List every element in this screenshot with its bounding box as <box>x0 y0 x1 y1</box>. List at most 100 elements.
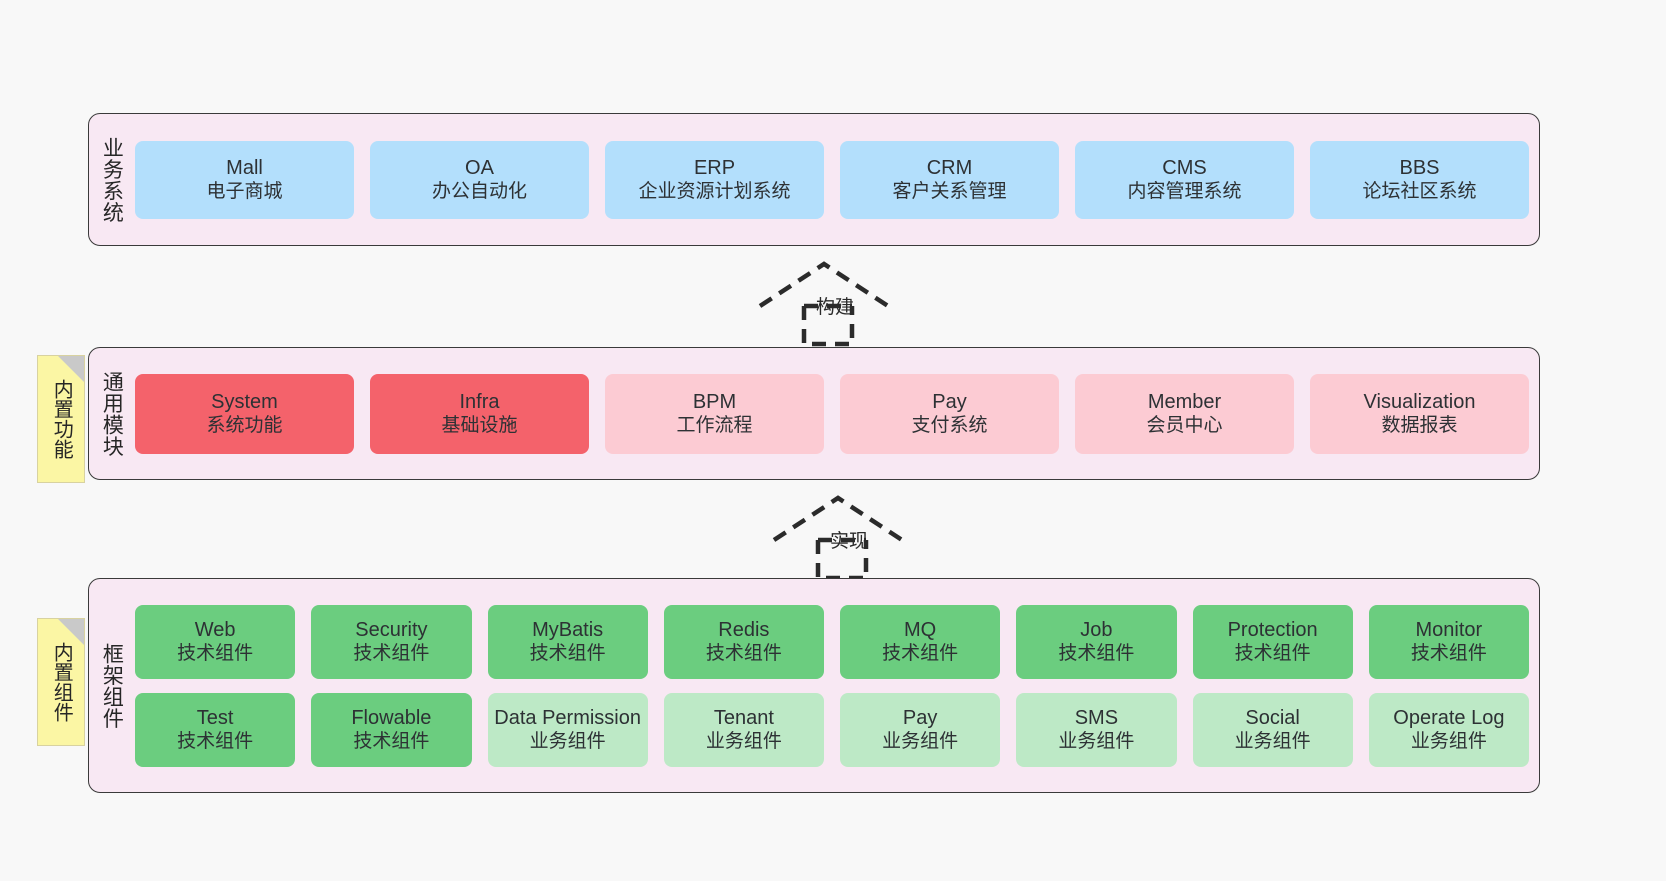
card-pay-component[interactable]: Pay 业务组件 <box>840 692 1001 767</box>
implement-arrow-label: 实现 <box>830 531 869 552</box>
card-title-en: SMS <box>1074 706 1119 729</box>
card-title-cn: 客户关系管理 <box>892 181 1007 203</box>
card-title-cn: 内容管理系统 <box>1127 181 1242 203</box>
card-title-cn: 技术组件 <box>353 731 430 753</box>
card-visualization[interactable]: Visualization 数据报表 <box>1310 373 1529 454</box>
card-title-cn: 技术组件 <box>529 643 606 665</box>
card-title-cn: 论坛社区系统 <box>1362 181 1477 203</box>
card-test[interactable]: Test 技术组件 <box>135 692 296 767</box>
card-title-en: Pay <box>902 706 938 729</box>
card-job[interactable]: Job 技术组件 <box>1016 604 1177 679</box>
card-title-en: Data Permission <box>494 706 641 729</box>
card-member[interactable]: Member 会员中心 <box>1075 373 1294 454</box>
card-title-en: MyBatis <box>532 618 604 641</box>
build-arrow-label: 构建 <box>816 297 855 318</box>
card-infra[interactable]: Infra 基础设施 <box>370 373 589 454</box>
card-title-cn: 技术组件 <box>705 643 782 665</box>
note-builtin-function: 内置功能 <box>37 355 85 483</box>
card-title-en: Tenant <box>713 706 774 729</box>
card-crm[interactable]: CRM 客户关系管理 <box>840 140 1059 219</box>
layer-business-system: 业务系统 Mall 电子商城 OA 办公自动化 ERP 企业资源计划系统 CRM… <box>88 113 1540 246</box>
card-title-en: CRM <box>926 156 973 179</box>
layer-framework-component: 框架组件 Web 技术组件 Security 技术组件 MyBatis 技术组件… <box>88 578 1540 793</box>
card-title-cn: 技术组件 <box>177 731 254 753</box>
card-title-cn: 业务组件 <box>705 731 782 753</box>
note-label: 内置组件 <box>50 642 73 722</box>
card-social[interactable]: Social 业务组件 <box>1192 692 1353 767</box>
card-title-cn: 工作流程 <box>676 415 753 437</box>
card-tenant[interactable]: Tenant 业务组件 <box>663 692 824 767</box>
layer-common-module: 通用模块 System 系统功能 Infra 基础设施 BPM 工作流程 Pay… <box>88 347 1540 480</box>
card-bpm[interactable]: BPM 工作流程 <box>605 373 824 454</box>
card-title-en: Social <box>1245 706 1300 729</box>
card-title-en: Visualization <box>1363 390 1476 413</box>
card-mybatis[interactable]: MyBatis 技术组件 <box>487 604 648 679</box>
card-data-permission[interactable]: Data Permission 业务组件 <box>487 692 648 767</box>
card-title-en: Security <box>355 618 428 641</box>
card-title-en: OA <box>465 156 494 179</box>
card-title-cn: 系统功能 <box>206 415 283 437</box>
note-builtin-component: 内置组件 <box>37 618 85 746</box>
card-oa[interactable]: OA 办公自动化 <box>370 140 589 219</box>
card-erp[interactable]: ERP 企业资源计划系统 <box>605 140 824 219</box>
card-title-en: Mall <box>226 156 263 179</box>
card-title-en: Flowable <box>351 706 432 729</box>
card-web[interactable]: Web 技术组件 <box>135 604 296 679</box>
card-mq[interactable]: MQ 技术组件 <box>840 604 1001 679</box>
card-title-en: System <box>211 390 278 413</box>
card-system[interactable]: System 系统功能 <box>135 373 354 454</box>
card-title-en: Protection <box>1227 618 1318 641</box>
card-title-cn: 技术组件 <box>1234 643 1311 665</box>
card-title-en: Member <box>1147 390 1222 413</box>
card-title-en: MQ <box>904 618 937 641</box>
card-monitor[interactable]: Monitor 技术组件 <box>1368 604 1529 679</box>
card-pay[interactable]: Pay 支付系统 <box>840 373 1059 454</box>
card-title-en: CMS <box>1162 156 1207 179</box>
layer-title-business-system: 业务系统 <box>100 136 124 223</box>
layer-title-common-module: 通用模块 <box>100 370 124 457</box>
layer-body-business-system: Mall 电子商城 OA 办公自动化 ERP 企业资源计划系统 CRM 客户关系… <box>133 114 1539 245</box>
card-title-cn: 办公自动化 <box>431 181 527 203</box>
card-security[interactable]: Security 技术组件 <box>311 604 472 679</box>
card-row: Test 技术组件 Flowable 技术组件 Data Permission … <box>135 692 1529 767</box>
card-title-en: ERP <box>693 156 736 179</box>
layer-body-framework-component: Web 技术组件 Security 技术组件 MyBatis 技术组件 Redi… <box>133 579 1539 792</box>
card-title-cn: 技术组件 <box>1058 643 1135 665</box>
card-mall[interactable]: Mall 电子商城 <box>135 140 354 219</box>
card-redis[interactable]: Redis 技术组件 <box>663 604 824 679</box>
card-title-en: Redis <box>718 618 770 641</box>
card-title-en: Infra <box>459 390 500 413</box>
note-label: 内置功能 <box>50 379 73 459</box>
card-title-cn: 数据报表 <box>1381 415 1458 437</box>
card-title-en: Test <box>196 706 234 729</box>
card-protection[interactable]: Protection 技术组件 <box>1192 604 1353 679</box>
card-title-en: BPM <box>692 390 737 413</box>
card-title-cn: 业务组件 <box>529 731 606 753</box>
card-title-en: Monitor <box>1415 618 1483 641</box>
card-title-en: Job <box>1080 618 1113 641</box>
card-title-cn: 技术组件 <box>882 643 959 665</box>
card-title-cn: 会员中心 <box>1146 415 1223 437</box>
card-cms[interactable]: CMS 内容管理系统 <box>1075 140 1294 219</box>
card-title-en: Operate Log <box>1393 706 1505 729</box>
card-title-cn: 业务组件 <box>1058 731 1135 753</box>
card-title-cn: 业务组件 <box>882 731 959 753</box>
card-title-cn: 业务组件 <box>1234 731 1311 753</box>
card-title-cn: 支付系统 <box>911 415 988 437</box>
card-bbs[interactable]: BBS 论坛社区系统 <box>1310 140 1529 219</box>
card-row: Mall 电子商城 OA 办公自动化 ERP 企业资源计划系统 CRM 客户关系… <box>135 140 1529 219</box>
card-title-en: Pay <box>932 390 967 413</box>
layer-body-common-module: System 系统功能 Infra 基础设施 BPM 工作流程 Pay 支付系统… <box>133 348 1539 479</box>
card-flowable[interactable]: Flowable 技术组件 <box>311 692 472 767</box>
card-operate-log[interactable]: Operate Log 业务组件 <box>1368 692 1529 767</box>
card-title-cn: 企业资源计划系统 <box>638 181 791 203</box>
card-sms[interactable]: SMS 业务组件 <box>1016 692 1177 767</box>
card-title-cn: 技术组件 <box>353 643 430 665</box>
card-title-cn: 基础设施 <box>441 415 518 437</box>
card-title-en: BBS <box>1399 156 1440 179</box>
card-row: System 系统功能 Infra 基础设施 BPM 工作流程 Pay 支付系统… <box>135 373 1529 454</box>
layer-title-framework-component: 框架组件 <box>100 642 124 729</box>
card-title-cn: 技术组件 <box>1410 643 1487 665</box>
card-title-cn: 业务组件 <box>1410 731 1487 753</box>
card-row: Web 技术组件 Security 技术组件 MyBatis 技术组件 Redi… <box>135 604 1529 679</box>
